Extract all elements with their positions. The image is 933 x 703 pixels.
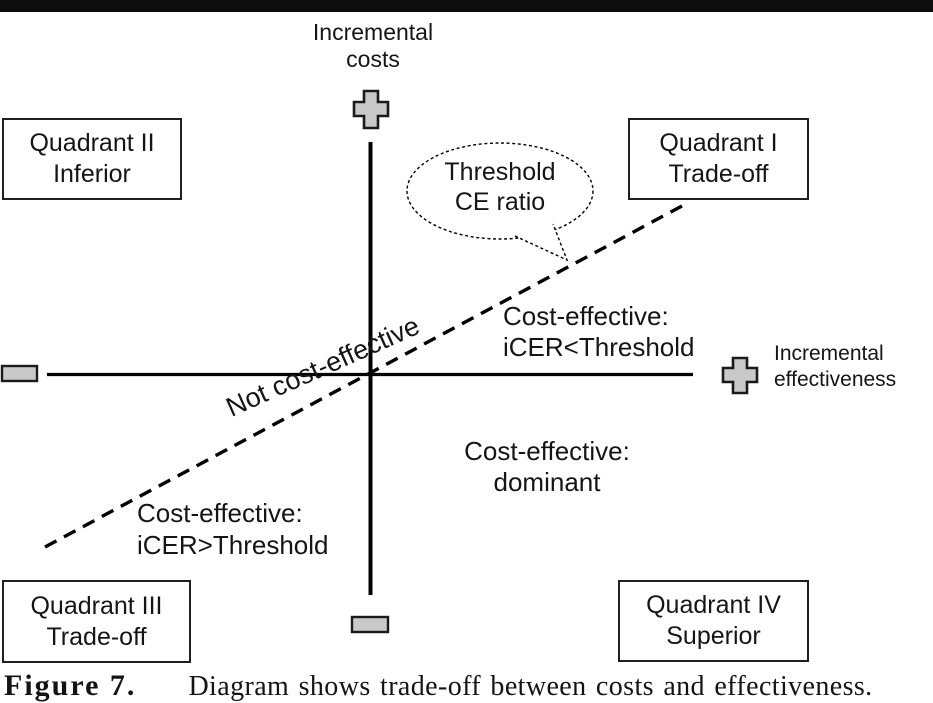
minus-icon <box>0 364 39 383</box>
minus-icon <box>350 615 390 634</box>
threshold-callout-label: Threshold CE ratio <box>444 158 556 216</box>
quadrant-4-box: Quadrant IV Superior <box>618 580 809 662</box>
plus-icon <box>352 89 390 130</box>
figure-caption-number: Figure 7. <box>4 669 137 702</box>
y-axis-label: Incremental costs <box>312 19 434 72</box>
quadrant-2-box: Quadrant II Inferior <box>2 118 182 200</box>
x-axis-label: Incremental effectiveness <box>774 342 897 391</box>
figure-caption: Figure 7. Diagram shows trade-off between… <box>4 669 933 703</box>
plus-icon <box>721 356 759 395</box>
top-border-bar <box>0 0 933 12</box>
cost-effective-below-threshold-label: Cost-effective: iCER<Threshold <box>503 301 695 362</box>
cost-effective-above-threshold-label: Cost-effective: iCER>Threshold <box>137 498 329 560</box>
figure-caption-text: Diagram shows trade-off between costs an… <box>188 671 873 702</box>
quadrant-3-box: Quadrant III Trade-off <box>2 580 191 663</box>
cost-effective-dominant-label: Cost-effective: dominant <box>464 436 630 497</box>
callout-bubble-ellipse <box>406 142 594 240</box>
callout-bubble-tail <box>514 223 569 262</box>
threshold-dashed-line <box>44 204 683 549</box>
quadrant-1-box: Quadrant I Trade-off <box>628 118 809 200</box>
